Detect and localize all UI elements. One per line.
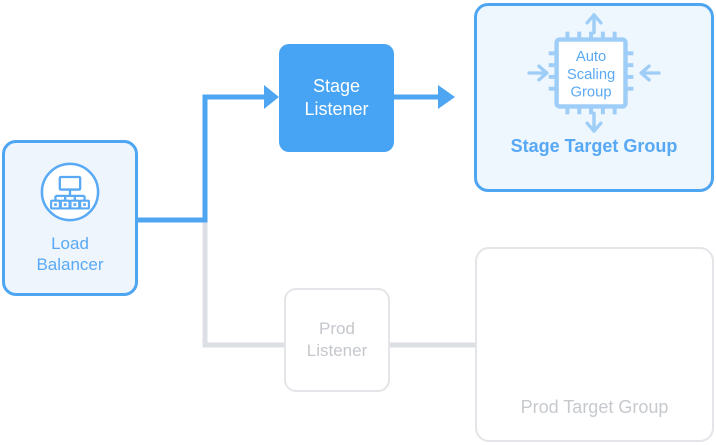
asg-label-line1: Auto [576,49,606,65]
arrowhead-into-stage-listener [264,85,279,109]
asg-label-line3: Group [571,85,612,101]
stage-listener-label-line1: Stage [312,76,361,96]
load-balancer-hierarchy-icon [40,162,100,222]
node-prod-target-group[interactable]: Prod Target Group [475,247,714,442]
node-load-balancer[interactable]: Load Balancer [2,140,138,296]
stage-listener-label: Stage Listener [304,75,368,121]
stage-target-group-label: Stage Target Group [510,136,678,156]
node-stage-target-group[interactable]: Auto Scaling Group Stage Target Group [474,3,714,192]
wire-load-balancer-to-prod-listener [202,217,289,348]
arrowhead-into-stage-target-group [438,85,455,109]
load-balancer-label-line2: Balancer [36,255,104,274]
node-prod-listener[interactable]: Prod Listener [284,288,390,392]
prod-listener-label-line2: Listener [306,341,368,360]
prod-listener-label: Prod Listener [307,318,367,362]
asg-label-line2: Scaling [567,67,615,83]
node-stage-listener[interactable]: Stage Listener [279,44,394,152]
prod-listener-label-line1: Prod [319,319,355,338]
stage-listener-label-line2: Listener [304,99,369,119]
load-balancer-label-line1: Load [51,234,89,253]
prod-target-group-label: Prod Target Group [520,397,669,417]
load-balancer-label: Load Balancer [36,233,103,275]
wire-load-balancer-to-stage-listener [132,94,269,223]
auto-scaling-chip-icon: Auto Scaling Group [527,13,661,133]
